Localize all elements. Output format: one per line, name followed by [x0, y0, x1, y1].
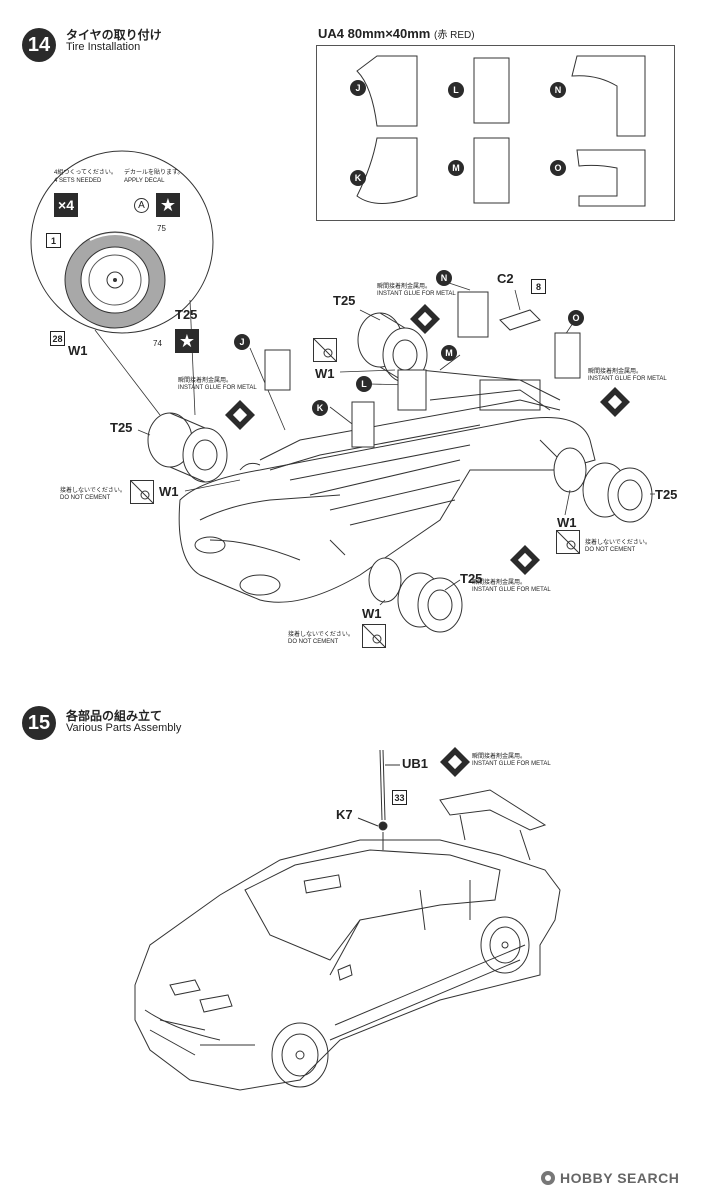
- decal-k-marker-car: K: [312, 400, 328, 416]
- label-t25-bottom: T25: [460, 571, 483, 586]
- decal-l-marker: L: [448, 82, 464, 98]
- no-cement-note-1: 接着しないでください。DO NOT CEMENT: [60, 488, 126, 501]
- glue-note-4: 瞬間接着剤金属用。INSTANT GLUE FOR METAL: [472, 580, 551, 593]
- label-w1-top: W1: [315, 366, 335, 381]
- watermark-text: HOBBY SEARCH: [560, 1170, 680, 1186]
- step-15-number: 15: [22, 706, 56, 740]
- decal-n-marker-car: N: [436, 270, 452, 286]
- decal-sheet-frame: [316, 45, 675, 221]
- decal-o-marker-car: O: [568, 310, 584, 326]
- decal-n-marker: N: [550, 82, 566, 98]
- no-cement-note-3: 接着しないでください。DO NOT CEMENT: [288, 632, 354, 645]
- decal-m-marker-car: M: [441, 345, 457, 361]
- label-t25-left: T25: [110, 420, 133, 435]
- no-cement-note-2: 接着しないでください。DO NOT CEMENT: [585, 540, 651, 553]
- part-75-label: 75: [157, 224, 166, 233]
- decal-m-marker: M: [448, 160, 464, 176]
- tire-wheel-drawing: [64, 231, 166, 329]
- label-w1-right: W1: [557, 515, 577, 530]
- label-w1-left: W1: [159, 484, 179, 499]
- step-15-title-en: Various Parts Assembly: [66, 722, 182, 734]
- part-a-label: A: [134, 198, 149, 213]
- label-t25-top: T25: [333, 293, 356, 308]
- label-w1-bottom: W1: [362, 606, 382, 621]
- glue-note-1: 瞬間接着剤金属用。INSTANT GLUE FOR METAL: [377, 284, 456, 297]
- label-c2: C2: [497, 271, 514, 286]
- decal-j-marker-car: J: [234, 334, 250, 350]
- no-cement-icon-4: [362, 624, 386, 648]
- step-14-number: 14: [22, 28, 56, 62]
- part-33-box: 33: [392, 790, 407, 805]
- part-74-label: 74: [153, 339, 162, 348]
- times-four-badge: ×4: [54, 193, 78, 217]
- wheel-w1-label: W1: [68, 343, 88, 358]
- decal-sheet-header: UA4 80mm×40mm (赤 RED): [318, 26, 475, 41]
- apply-decal-jp: デカールを貼ります。: [124, 170, 184, 176]
- step-14-title-en: Tire Installation: [66, 41, 141, 53]
- decal-k-marker: K: [350, 170, 366, 186]
- decal-j-marker: J: [350, 80, 366, 96]
- step-14-title-jp: タイヤの取り付け: [66, 28, 162, 42]
- wheel-detail-callout: [30, 150, 214, 334]
- glue-note-3: 瞬間接着剤金属用。INSTANT GLUE FOR METAL: [588, 369, 667, 382]
- label-ub1: UB1: [402, 756, 429, 771]
- no-cement-icon-2: [130, 480, 154, 504]
- no-cement-icon-1: [313, 338, 337, 362]
- glue-note-2: 瞬間接着剤金属用。INSTANT GLUE FOR METAL: [178, 378, 257, 391]
- decal-star-icon: ★: [156, 193, 180, 217]
- chassis-drawing: [137, 281, 655, 633]
- decal-o-marker: O: [550, 160, 566, 176]
- part-8-box: 8: [531, 279, 546, 294]
- label-k7: K7: [336, 807, 353, 822]
- no-cement-icon-3: [556, 530, 580, 554]
- part-28-box: 28: [50, 331, 65, 346]
- wheel-t25-label: T25: [175, 307, 198, 322]
- glue-note-step15: 瞬間接着剤金属用。INSTANT GLUE FOR METAL: [472, 754, 551, 767]
- label-t25-right: T25: [655, 487, 678, 502]
- decal-star-icon-2: ★: [175, 329, 199, 353]
- step-15-title-jp: 各部品の組み立て: [66, 709, 163, 723]
- glue-diamond-icons: [225, 304, 630, 777]
- watermark: HOBBY SEARCH: [540, 1170, 679, 1186]
- sets-needed-jp: 4組つくってください。: [54, 170, 117, 176]
- sets-needed-en: 4 SETS NEEDED: [54, 178, 102, 184]
- decal-sheet-drawing: [356, 55, 646, 207]
- apply-decal-en: APPLY DECAL: [124, 178, 165, 184]
- decal-l-marker-car: L: [356, 376, 372, 392]
- part-1-box: 1: [46, 233, 61, 248]
- watermark-logo-icon: [541, 1171, 555, 1185]
